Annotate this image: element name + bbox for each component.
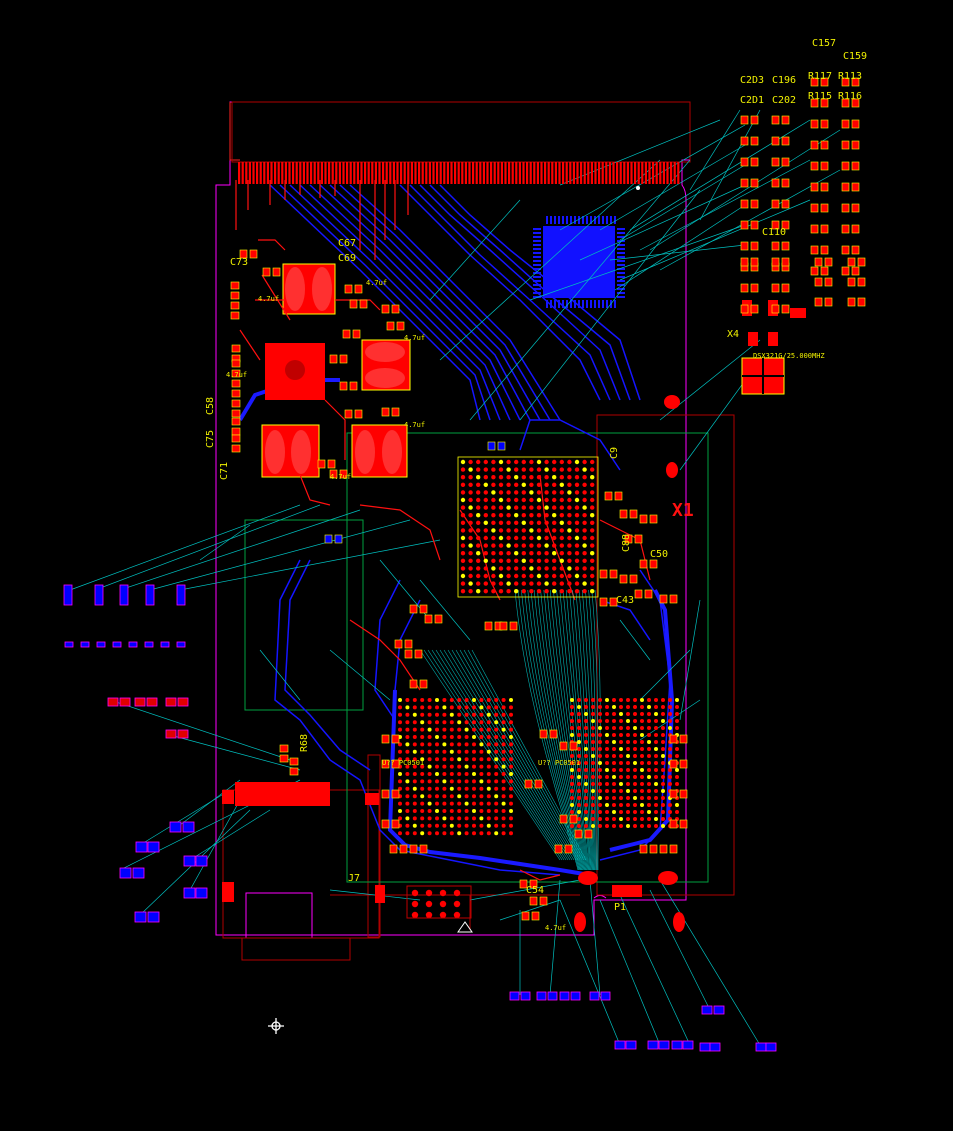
- label-c201: C2D1: [740, 95, 765, 106]
- assembly-layer: [222, 101, 735, 961]
- offboard-components: [63, 584, 777, 1052]
- label-c54: C54: [526, 885, 545, 896]
- label-c202: C202: [772, 95, 797, 106]
- label-c58: C58: [205, 396, 216, 415]
- label-val-47uf-e: 4.7uf: [330, 473, 352, 481]
- label-val-47uf-g: 4.7uf: [226, 371, 248, 379]
- label-r117: R117: [808, 71, 833, 82]
- label-x4-part: DSX321G/25.000MHZ: [753, 352, 825, 360]
- label-x4: X4: [727, 329, 740, 340]
- label-c157: C157: [812, 38, 837, 49]
- label-c110: C110: [762, 227, 787, 238]
- cursor-crosshair-icon: [268, 1018, 284, 1034]
- label-c67: C67: [338, 238, 357, 249]
- label-val-47uf-c: 4.7uf: [404, 334, 426, 342]
- bga-lower-left: [398, 698, 513, 836]
- label-c203: C2D3: [740, 75, 765, 86]
- label-r68: R68: [299, 733, 310, 752]
- label-r115: R115: [808, 91, 833, 102]
- bga-lower-right: [570, 698, 679, 828]
- label-val-47uf-f: 4.7uf: [545, 924, 567, 932]
- label-val-47uf-b: 4.7uf: [366, 279, 388, 287]
- label-p1: P1: [614, 902, 627, 913]
- fanout-bundle: [419, 589, 601, 871]
- label-c9: C9: [609, 446, 620, 459]
- label-c71: C71: [219, 461, 230, 480]
- label-r113: R113: [838, 71, 863, 82]
- ratsnest-layer: [69, 109, 841, 1046]
- label-c159: C159: [843, 51, 868, 62]
- label-c50: C50: [650, 549, 669, 560]
- bga-upper: [457, 456, 599, 598]
- label-j7: J7: [348, 873, 361, 884]
- label-val-47uf-d: 4.7uf: [404, 421, 426, 429]
- bottom-qfp-ic: [533, 216, 625, 308]
- label-x1: X1: [672, 500, 694, 521]
- label-val-47uf-a: 4.7uf: [258, 295, 280, 303]
- label-r116: R116: [838, 91, 863, 102]
- label-ic-left: U?? PC0501: [382, 759, 425, 767]
- bottom-copper-layer: [269, 184, 671, 876]
- smd-components: [230, 77, 866, 933]
- label-ic-right: U?? PC0501: [538, 759, 581, 767]
- label-c73: C73: [230, 257, 249, 268]
- label-c43: C43: [616, 595, 635, 606]
- label-c88: C88: [621, 533, 632, 552]
- label-c75: C75: [205, 429, 216, 448]
- label-c196: C196: [772, 75, 797, 86]
- label-c69: C69: [338, 253, 357, 264]
